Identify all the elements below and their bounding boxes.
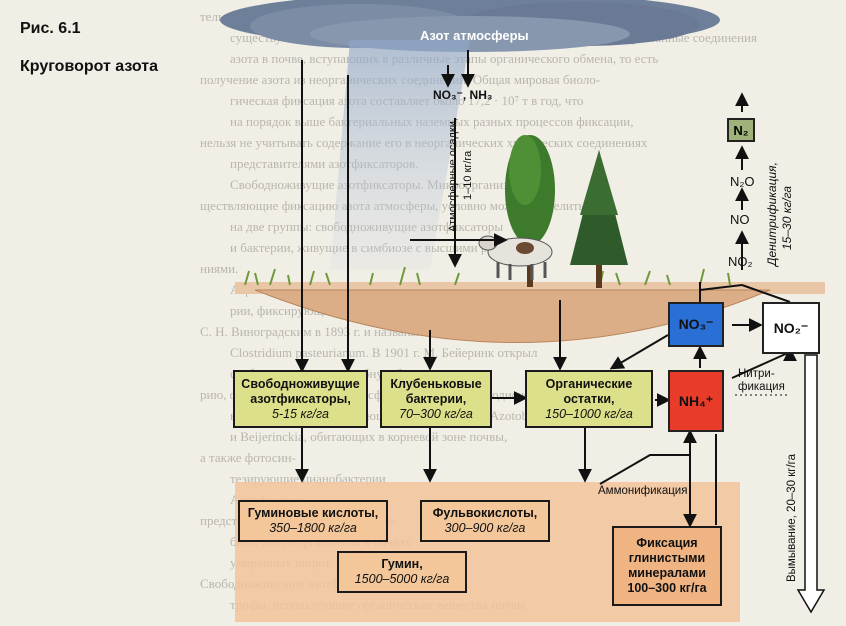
no3-nh3-label: NO₃⁻, NH₃ bbox=[433, 88, 493, 102]
atmosphere-label: Азот атмосферы bbox=[420, 28, 529, 43]
leaching-arrow bbox=[796, 354, 826, 614]
humin-value: 1500–5000 кг/га bbox=[354, 572, 450, 586]
denitrification-rate-label: 15–30 кг/га bbox=[780, 185, 794, 250]
n2o-label: N₂O bbox=[730, 174, 755, 189]
free-living-title: Свободноживущие bbox=[241, 376, 360, 391]
no3-ion-box: NO₃⁻ bbox=[668, 302, 724, 347]
nitrification-label-2: фикация bbox=[738, 381, 785, 393]
humin-title: Гумин, bbox=[381, 557, 423, 571]
precipitation-label: Атмосферные осадки, bbox=[447, 118, 459, 232]
free-living-title2: азотфиксаторы, bbox=[250, 391, 351, 406]
clay-title: Фиксация bbox=[636, 536, 698, 550]
figure-number: Рис. 6.1 bbox=[20, 20, 81, 37]
n2-box: N₂ bbox=[727, 118, 755, 142]
fulvic-acids-box: Фульвокислоты, 300–900 кг/га bbox=[420, 500, 550, 542]
ammonification-label: Аммонификация bbox=[598, 485, 688, 497]
nodule-title2: бактерии, bbox=[405, 391, 467, 406]
organic-residues-box: Органические остатки, 150–1000 кг/га bbox=[525, 370, 653, 428]
nodule-title: Клубеньковые bbox=[390, 376, 482, 391]
no2-ion-box: NO₂⁻ bbox=[762, 302, 820, 354]
rain-band bbox=[330, 40, 470, 270]
free-living-value: 5-15 кг/га bbox=[271, 406, 329, 421]
clay-value: 100–300 кг/га bbox=[627, 581, 707, 595]
fulvic-title: Фульвокислоты, bbox=[432, 506, 538, 520]
precipitation-rate-label: 1–10 кг/га bbox=[462, 150, 474, 200]
nodule-bacteria-box: Клубеньковые бактерии, 70–300 кг/га bbox=[380, 370, 492, 428]
denitrification-label: Денитрификация, bbox=[765, 162, 779, 266]
humic-value: 350–1800 кг/га bbox=[269, 521, 357, 535]
organic-value: 150–1000 кг/га bbox=[545, 406, 633, 421]
nh4-ion-box: NH₄⁺ bbox=[668, 370, 724, 432]
humic-acids-box: Гуминовые кислоты, 350–1800 кг/га bbox=[238, 500, 388, 542]
figure-title: Круговорот азота bbox=[20, 58, 159, 75]
background-text-line: Clostridium pasteurianum. В 1901 г. М. Б… bbox=[230, 345, 538, 360]
no-label: NO bbox=[730, 212, 750, 227]
clay-title2: глинистыми bbox=[628, 551, 706, 565]
leaching-label: Вымывание, 20–30 кг/га bbox=[786, 454, 798, 582]
humic-title: Гуминовые кислоты, bbox=[247, 506, 379, 520]
background-text-line: ниями. bbox=[200, 261, 239, 276]
background-text-line: а также фотосин- bbox=[200, 450, 296, 465]
fulvic-value: 300–900 кг/га bbox=[444, 521, 526, 535]
spruce-tree bbox=[570, 150, 628, 288]
no2-gas-label: NO₂ bbox=[728, 254, 753, 269]
organic-title: Органические bbox=[545, 376, 633, 391]
free-living-fixers-box: Свободноживущие азотфиксаторы, 5-15 кг/г… bbox=[233, 370, 368, 428]
nitrification-label-1: Нитри- bbox=[738, 368, 775, 380]
cloud bbox=[220, 0, 720, 52]
nodule-value: 70–300 кг/га bbox=[399, 406, 473, 421]
humin-box: Гумин, 1500–5000 кг/га bbox=[337, 551, 467, 593]
cow bbox=[478, 235, 553, 280]
background-text-line: и Beijerinckia, обитающих в корневой зон… bbox=[230, 429, 508, 444]
organic-title2: остатки, bbox=[563, 391, 615, 406]
clay-title3: минералами bbox=[628, 566, 706, 580]
clay-fixation-box: Фиксация глинистыми минералами 100–300 к… bbox=[612, 526, 722, 606]
